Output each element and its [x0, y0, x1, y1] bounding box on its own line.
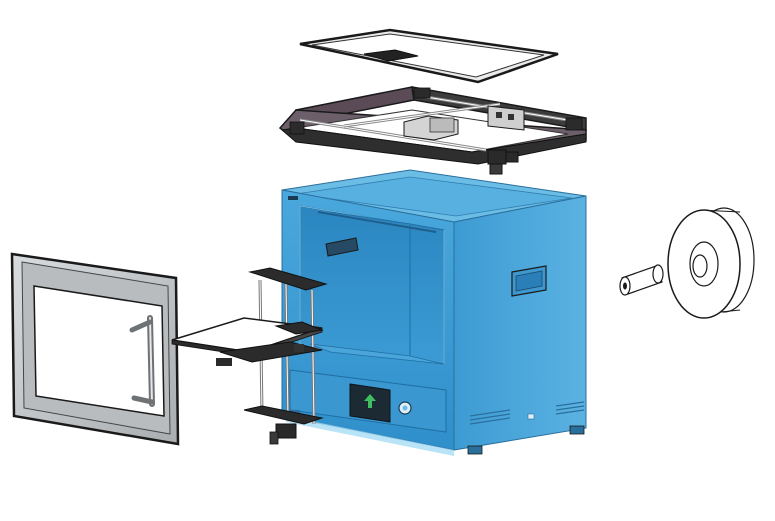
front-door — [10, 252, 180, 446]
top-cover-frame — [299, 28, 559, 84]
print-bed-z-assembly — [171, 267, 328, 445]
up-arrow-icon — [364, 394, 376, 408]
spool-holder — [619, 264, 664, 296]
control-knob — [398, 401, 412, 415]
control-screen — [349, 383, 391, 423]
door-handle — [129, 315, 155, 407]
gantry-xy-assembly — [278, 86, 587, 175]
filament-spool — [667, 207, 755, 319]
printer-enclosure — [281, 169, 587, 456]
